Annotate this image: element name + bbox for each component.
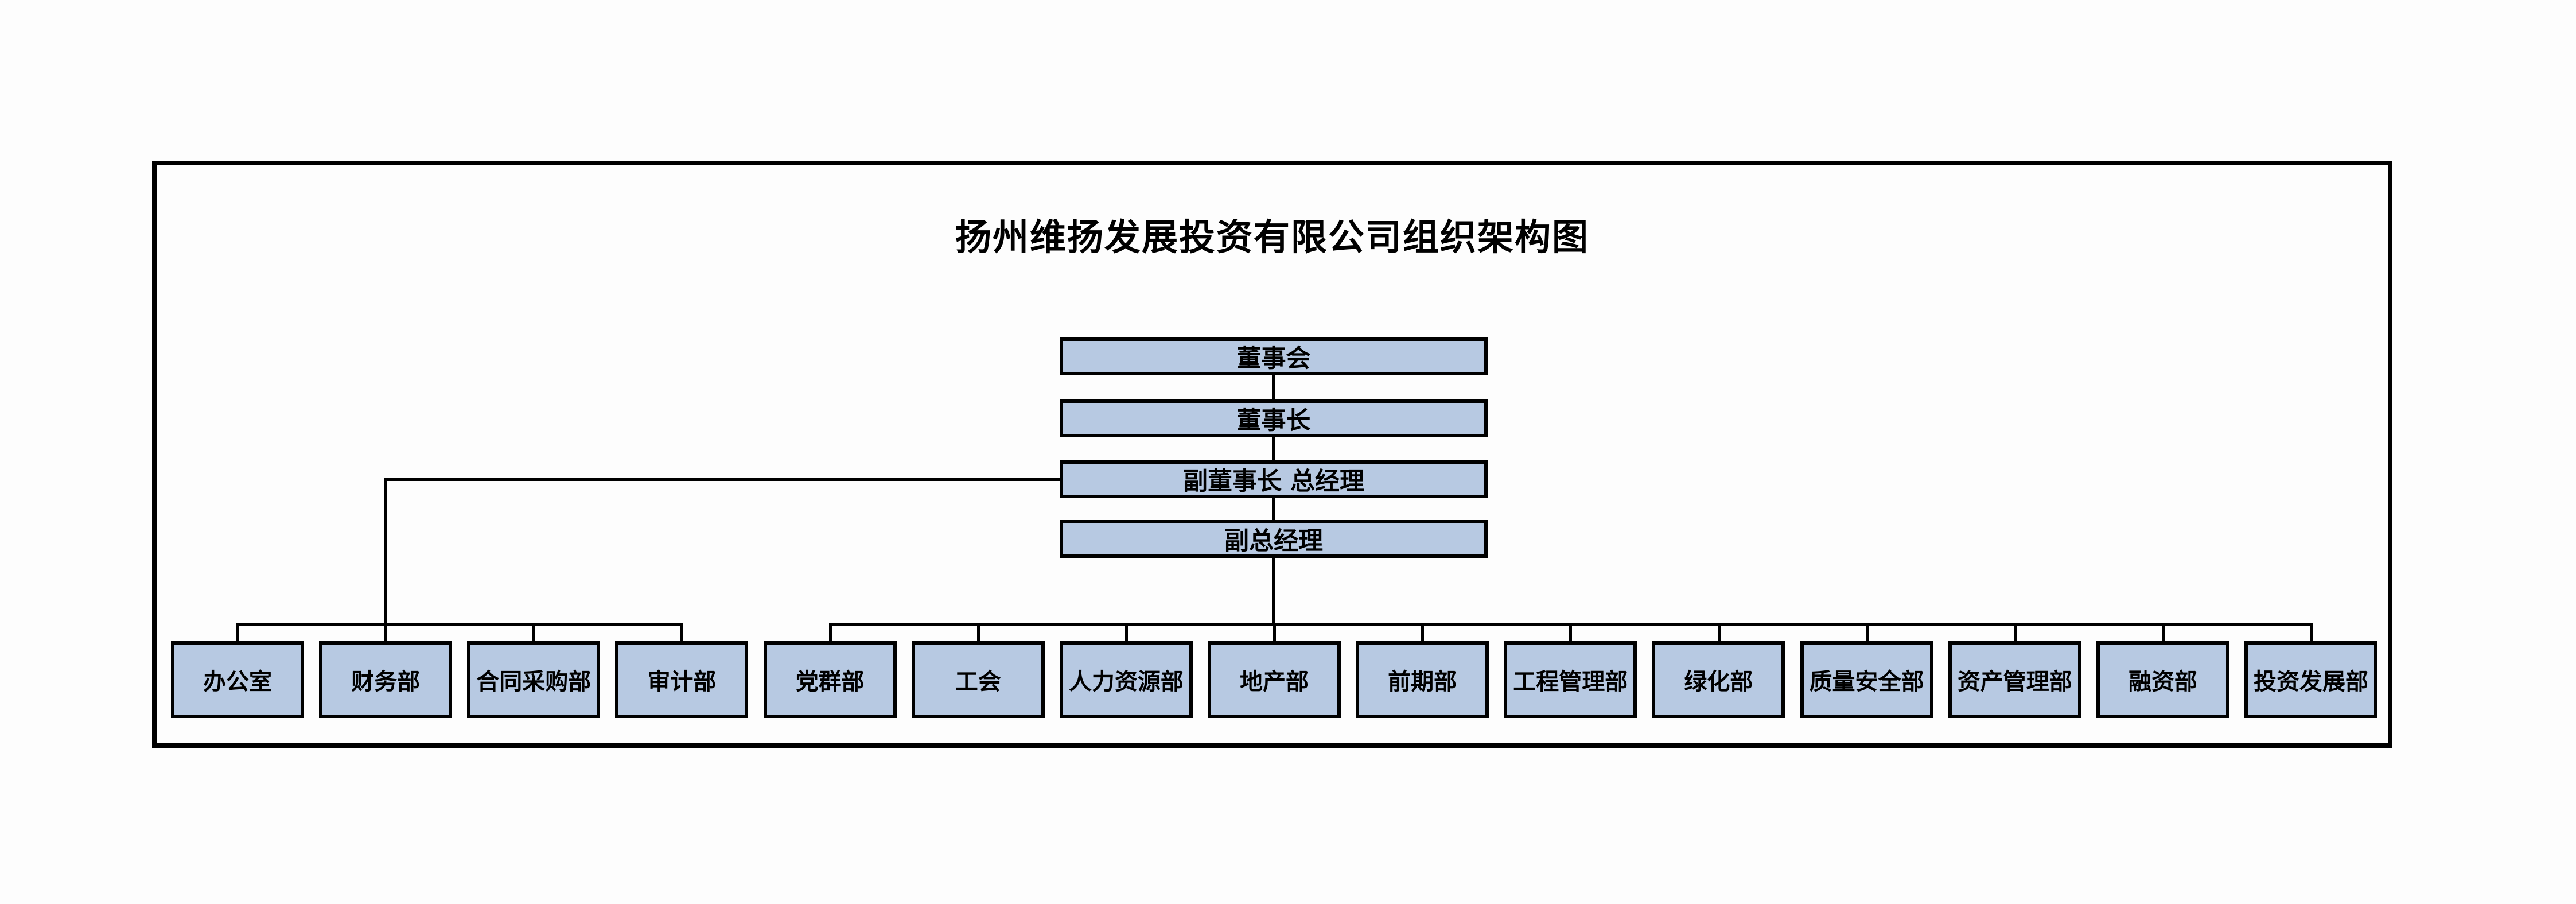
- department-node: 办公室: [171, 641, 304, 718]
- connector-drop: [1569, 623, 1573, 641]
- department-node: 前期部: [1356, 641, 1489, 718]
- connector-left-bus: [236, 623, 683, 626]
- connector-left-branch-vertical: [384, 478, 387, 625]
- department-node: 绿化部: [1652, 641, 1785, 718]
- connector-drop: [1865, 623, 1869, 641]
- right-branch-drops: [829, 623, 2313, 641]
- connector-deputy-gm-to-right-bus: [1272, 554, 1275, 625]
- connector-drop: [1717, 623, 1721, 641]
- department-node: 人力资源部: [1059, 641, 1193, 718]
- chart-title: 扬州维扬发展投资有限公司组织架构图: [955, 215, 1589, 258]
- connector-drop: [1421, 623, 1425, 641]
- connector-drop: [2161, 623, 2165, 641]
- department-node: 投资发展部: [2244, 641, 2377, 718]
- connector-drop: [1125, 623, 1129, 641]
- connector-drop: [977, 623, 980, 641]
- connector-drop: [532, 623, 535, 641]
- department-node: 工程管理部: [1504, 641, 1637, 718]
- connector-left-branch-horizontal: [384, 478, 1060, 481]
- department-node: 融资部: [2096, 641, 2229, 718]
- department-node: 资产管理部: [1948, 641, 2081, 718]
- connector-chairman-to-vice-chairman: [1272, 436, 1275, 463]
- department-row: 办公室财务部合同采购部审计部党群部工会人力资源部地产部前期部工程管理部绿化部质量…: [171, 641, 2377, 718]
- connector-drop: [2309, 623, 2313, 641]
- chart-frame: [152, 161, 2392, 748]
- department-node: 审计部: [615, 641, 749, 718]
- connector-vice-chairman-to-deputy-gm: [1272, 497, 1275, 522]
- connector-drop: [680, 623, 683, 641]
- connector-drop: [236, 623, 239, 641]
- node-chairman: 董事长: [1060, 399, 1488, 437]
- node-deputy-general-manager: 副总经理: [1060, 520, 1488, 558]
- connector-board-to-chairman: [1272, 374, 1275, 402]
- left-branch-drops: [236, 623, 683, 641]
- connector-drop: [829, 623, 832, 641]
- connector-drop: [2013, 623, 2017, 641]
- connector-drop: [1273, 623, 1277, 641]
- node-vice-chairman-general-manager: 副董事长 总经理: [1060, 460, 1488, 498]
- department-node: 财务部: [319, 641, 453, 718]
- department-node: 党群部: [763, 641, 897, 718]
- connector-drop: [384, 623, 387, 641]
- department-node: 地产部: [1207, 641, 1341, 718]
- department-node: 工会: [911, 641, 1045, 718]
- department-node: 质量安全部: [1800, 641, 1933, 718]
- node-board-of-directors: 董事会: [1060, 337, 1488, 375]
- department-node: 合同采购部: [467, 641, 601, 718]
